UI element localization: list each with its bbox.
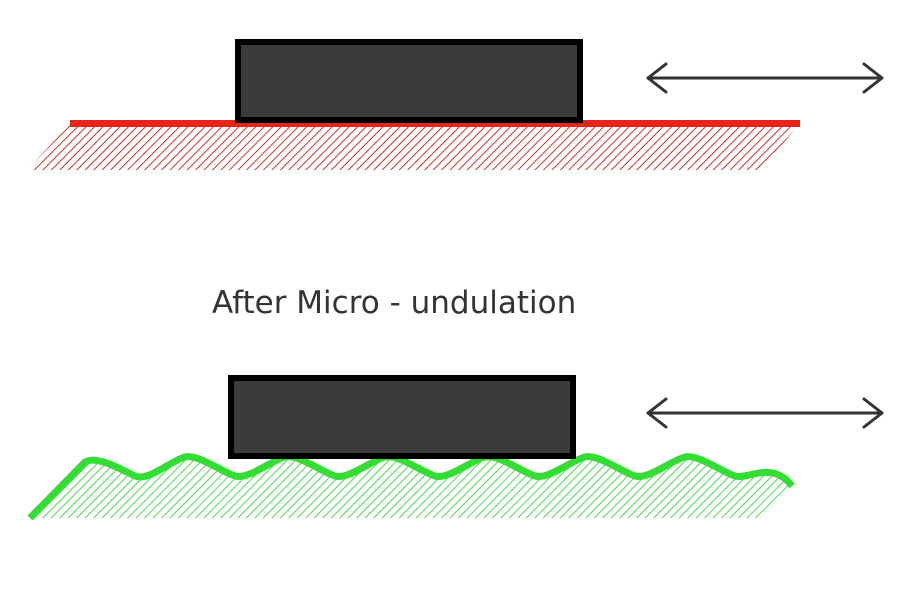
flat-surface-scenario — [27, 39, 884, 170]
undulated-surface-line — [27, 453, 795, 521]
sliding-block-bottom — [228, 375, 576, 459]
after-micro-undulation-caption: After Micro - undulation — [212, 285, 577, 321]
undulated-surface-scenario — [27, 375, 884, 521]
double-headed-arrow-icon — [646, 62, 884, 94]
sliding-block-top — [235, 39, 583, 123]
double-headed-arrow-icon — [646, 397, 884, 429]
flat-surface-line — [70, 120, 800, 127]
flat-surface-hatching — [27, 124, 800, 170]
